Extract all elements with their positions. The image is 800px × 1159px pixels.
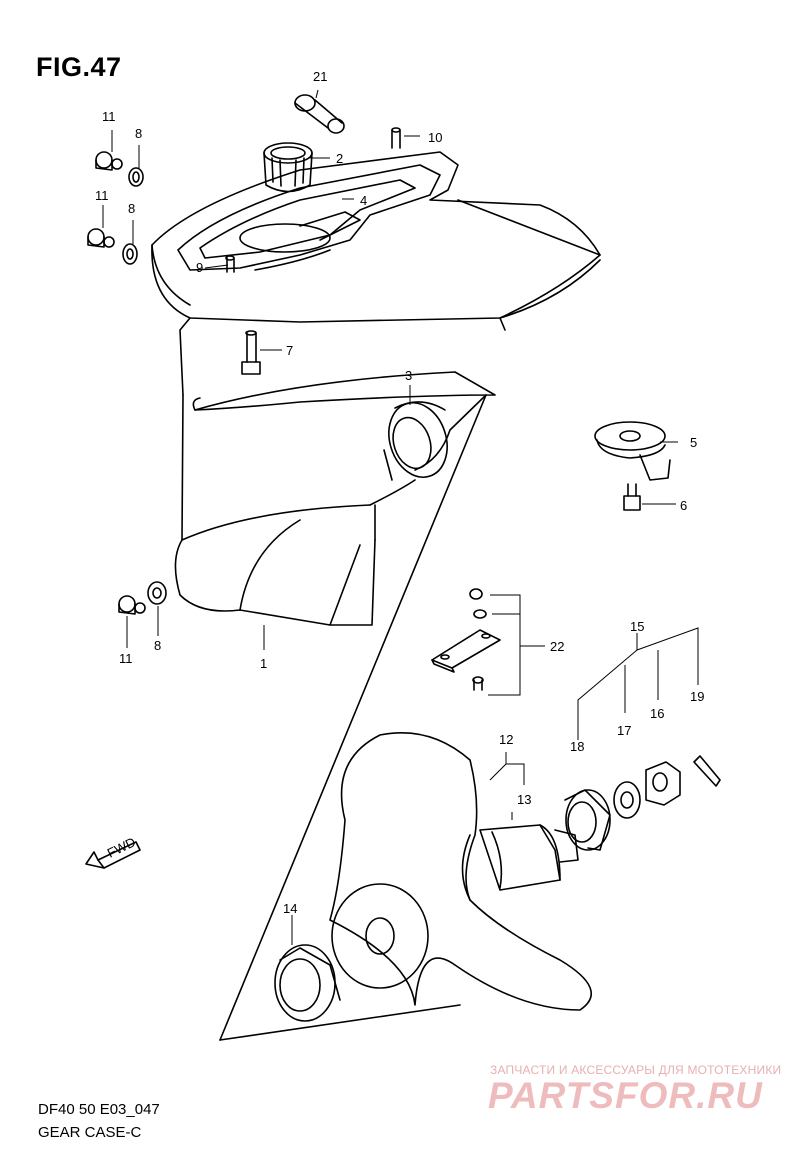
callout-1: 1	[260, 656, 267, 671]
callout-19: 19	[690, 689, 704, 704]
callout-13: 13	[517, 792, 531, 807]
leader-lines	[102, 89, 699, 945]
figure-title: FIG.47	[36, 52, 122, 82]
callout-8-b: 8	[128, 201, 135, 216]
callout-11-b: 11	[95, 188, 109, 203]
propeller-hardware	[564, 755, 721, 851]
forward-arrow	[85, 841, 141, 869]
callout-15: 15	[630, 619, 644, 634]
callout-4: 4	[360, 193, 367, 208]
callout-8-c: 8	[154, 638, 161, 653]
callout-17: 17	[617, 723, 631, 738]
callout-22: 22	[550, 639, 564, 654]
callout-2: 2	[336, 151, 343, 166]
water-tube-seal-drawing	[294, 94, 345, 134]
oil-seal-housing	[383, 401, 448, 481]
callout-11-a: 11	[102, 109, 116, 124]
plug-washer-lower	[118, 581, 167, 615]
bushing-drawing	[263, 142, 313, 193]
plug-washer-upper	[87, 151, 144, 265]
section-name: GEAR CASE-C	[38, 1124, 142, 1141]
spacer-drawing	[274, 944, 341, 1022]
gear-case-drawing	[151, 151, 601, 1041]
model-code: DF40 50 E03_047	[38, 1101, 160, 1118]
callout-12: 12	[499, 732, 513, 747]
callout-14: 14	[283, 901, 297, 916]
callout-7: 7	[286, 343, 293, 358]
callout-11-c: 11	[119, 651, 133, 666]
gear-case-flange	[151, 151, 601, 323]
callout-6: 6	[680, 498, 687, 513]
callout-labels: 21 2 4 10 11 8 11 8 9 7 3 5 6 1 11 8 22 …	[95, 69, 704, 916]
callout-3: 3	[405, 368, 412, 383]
callout-9: 9	[196, 260, 203, 275]
watermark-tagline: ЗАПЧАСТИ И АКСЕССУАРЫ ДЛЯ МОТОТЕХНИКИ	[490, 1063, 782, 1077]
watermark-brand: PARTSFOR.RU	[488, 1075, 763, 1116]
fwd-label: FWD	[105, 834, 138, 860]
anode-set-drawing	[431, 588, 501, 691]
bolt-7-drawing	[241, 330, 261, 375]
callout-10: 10	[428, 130, 442, 145]
propeller-drawing	[329, 732, 592, 1011]
callout-21: 21	[313, 69, 327, 84]
callout-16: 16	[650, 706, 664, 721]
callout-8-a: 8	[135, 126, 142, 141]
callout-5: 5	[690, 435, 697, 450]
trim-tab-drawing	[594, 421, 671, 511]
callout-18: 18	[570, 739, 584, 754]
